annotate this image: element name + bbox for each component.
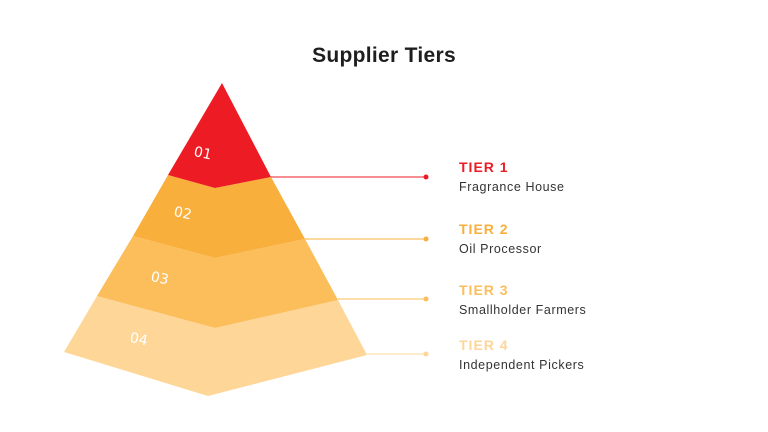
tier-1-description: Fragrance House <box>459 180 565 194</box>
tier-3-number: 03 <box>149 269 170 288</box>
pyramid-tier-4 <box>64 296 367 396</box>
tier-4-description: Independent Pickers <box>459 358 585 372</box>
connector-tier-3 <box>338 296 429 302</box>
tier-2-description: Oil Processor <box>459 242 542 256</box>
connector-tier-2 <box>305 236 429 242</box>
pyramid-tier-1 <box>168 83 271 188</box>
tier-1-label-group: TIER 1 Fragrance House <box>459 159 565 194</box>
tier-2-label-group: TIER 2 Oil Processor <box>459 221 542 256</box>
tier-1-number: 01 <box>192 144 213 163</box>
connector-tier-1 <box>271 174 429 180</box>
tier-3-name: TIER 3 <box>459 282 509 298</box>
pyramid-tier-3 <box>97 236 338 328</box>
pyramid-tier-2 <box>133 175 305 258</box>
tier-3-label-group: TIER 3 Smallholder Farmers <box>459 282 586 317</box>
connector-tier-4 <box>367 351 429 357</box>
page-title: Supplier Tiers <box>312 44 456 67</box>
tier-1-name: TIER 1 <box>459 159 509 175</box>
tier-4-number: 04 <box>128 330 149 349</box>
tier-2-number: 02 <box>172 204 193 223</box>
tier-3-description: Smallholder Farmers <box>459 303 587 317</box>
tier-4-label-group: TIER 4 Independent Pickers <box>459 337 584 372</box>
tier-2-name: TIER 2 <box>459 221 509 237</box>
tier-4-name: TIER 4 <box>459 337 509 353</box>
